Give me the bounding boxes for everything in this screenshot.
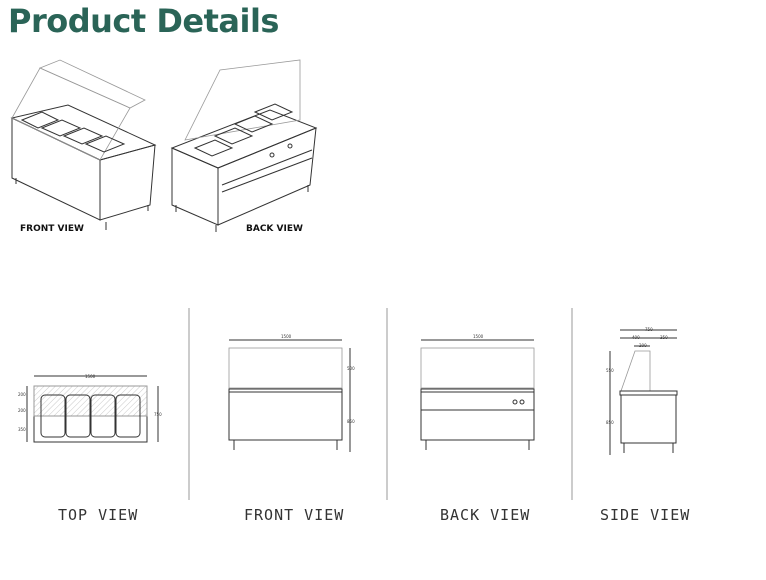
side-lower-dim: 850 (606, 420, 614, 425)
side-upper-dim: 550 (606, 368, 614, 373)
side-left-dim: 400 (632, 335, 640, 340)
top-view-label: TOP VIEW (58, 506, 138, 524)
front-upper-dim: 500 (347, 366, 355, 371)
iso-front-view-label: FRONT VIEW (20, 224, 84, 234)
top-depth-dim: 750 (154, 412, 162, 417)
back-width-dim: 1500 (473, 334, 484, 339)
page-title: Product Details (8, 2, 279, 40)
iso-back-view-drawing: BACK VIEW (170, 59, 318, 234)
iso-back-view-label: BACK VIEW (246, 224, 303, 234)
top-row1-dim: 200 (18, 392, 26, 397)
front-lower-dim: 850 (347, 419, 355, 424)
front-view-drawing: 1500 500 850 FRONT VIEW (228, 334, 355, 524)
top-row2-dim: 200 (18, 408, 26, 413)
top-view-drawing: 1500 200 200 350 750 TOP VIEW (18, 374, 162, 524)
side-view-label: SIDE VIEW (600, 506, 690, 524)
back-view-drawing: 1500 BACK VIEW (420, 334, 535, 524)
top-row3-dim: 350 (18, 427, 26, 432)
top-width-dim: 1500 (85, 374, 96, 379)
iso-front-view-drawing: FRONT VIEW (10, 59, 157, 234)
side-top-dim: 200 (639, 343, 647, 348)
side-right-dim: 350 (660, 335, 668, 340)
front-view-label: FRONT VIEW (244, 506, 344, 524)
side-total-dim: 750 (645, 327, 653, 332)
back-view-label: BACK VIEW (440, 506, 530, 524)
side-view-drawing: 750 400 350 200 550 850 SIDE VIEW (600, 327, 690, 524)
front-width-dim: 1500 (281, 334, 292, 339)
